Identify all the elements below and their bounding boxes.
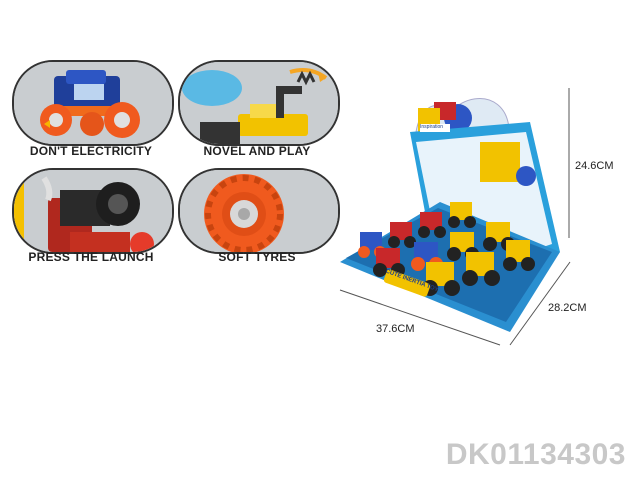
launch-button-icon <box>14 170 172 252</box>
package-tag-label: Inspiration <box>420 124 444 130</box>
dimension-width: 37.6CM <box>376 323 415 335</box>
tyre-icon <box>180 170 338 252</box>
feature-image-dont-electricity <box>12 60 174 146</box>
feature-image-soft-tyres <box>178 168 340 254</box>
feature-caption: SOFT TYRES <box>218 250 296 264</box>
feature-caption: NOVEL AND PLAY <box>203 144 311 158</box>
dimension-depth: 28.2CM <box>548 302 587 314</box>
dimension-height: 24.6CM <box>575 160 614 172</box>
feature-caption: DON'T ELECTRICITY <box>29 144 153 158</box>
feature-caption: PRESS THE LAUNCH <box>28 250 154 264</box>
feature-image-novel-and-play <box>178 60 340 146</box>
product-code: DK01134303 <box>445 438 626 471</box>
product-display-box: CUTE INERTIA TOY Inspiration <box>330 72 570 352</box>
monster-truck-icon <box>14 62 172 144</box>
feature-image-press-the-launch <box>12 168 174 254</box>
excavator-arm-icon <box>180 62 338 144</box>
